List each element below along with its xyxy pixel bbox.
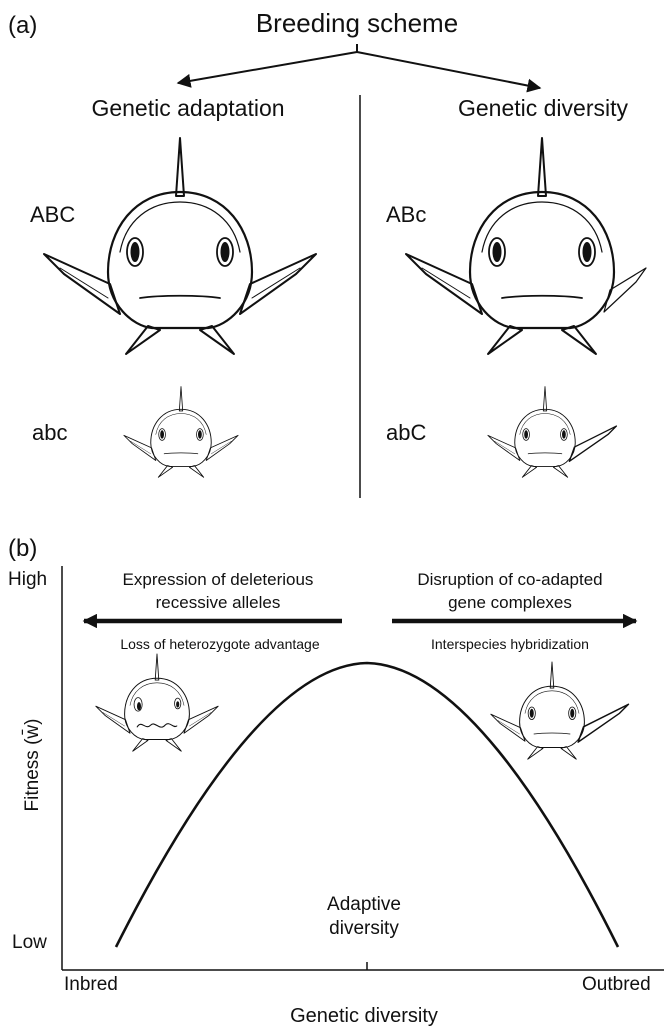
panel-b-label: (b) xyxy=(8,535,37,562)
genetic-adaptation-heading: Genetic adaptation xyxy=(91,95,284,121)
fish-abc-small-icon xyxy=(124,387,238,478)
y-high-label: High xyxy=(8,569,47,590)
peak-label-line2: diversity xyxy=(329,918,399,939)
left-annotation-line1: Expression of deleterious xyxy=(123,570,314,589)
fish-abc-lowercase-c-icon xyxy=(406,138,646,354)
breeding-scheme-title: Breeding scheme xyxy=(256,8,458,38)
genotype-right-top: ABc xyxy=(386,202,426,227)
left-sub-annotation: Loss of heterozygote advantage xyxy=(120,636,319,652)
peak-label-line1: Adaptive xyxy=(327,894,401,915)
fish-abc-big-fin-icon xyxy=(488,387,617,478)
branch-arrows xyxy=(178,44,540,88)
x-left-label: Inbred xyxy=(64,974,118,995)
y-axis-title: Fitness (w̄) xyxy=(22,719,43,812)
fish-abc-upper-icon xyxy=(44,138,316,354)
right-annotation-line1: Disruption of co-adapted xyxy=(417,570,602,589)
outbred-fish-icon xyxy=(491,662,629,759)
y-low-label: Low xyxy=(12,932,47,953)
genetic-diversity-heading: Genetic diversity xyxy=(458,95,629,121)
right-annotation-line2: gene complexes xyxy=(448,593,572,612)
genotype-right-bottom: abC xyxy=(386,420,426,445)
inbred-fish-icon xyxy=(96,654,218,751)
panel-a-label: (a) xyxy=(8,12,37,39)
x-axis-title: Genetic diversity xyxy=(290,1005,438,1027)
genotype-left-bottom: abc xyxy=(32,420,67,445)
x-right-label: Outbred xyxy=(582,974,651,995)
right-sub-annotation: Interspecies hybridization xyxy=(431,636,589,652)
left-annotation-line2: recessive alleles xyxy=(156,593,281,612)
genotype-left-top: ABC xyxy=(30,202,75,227)
